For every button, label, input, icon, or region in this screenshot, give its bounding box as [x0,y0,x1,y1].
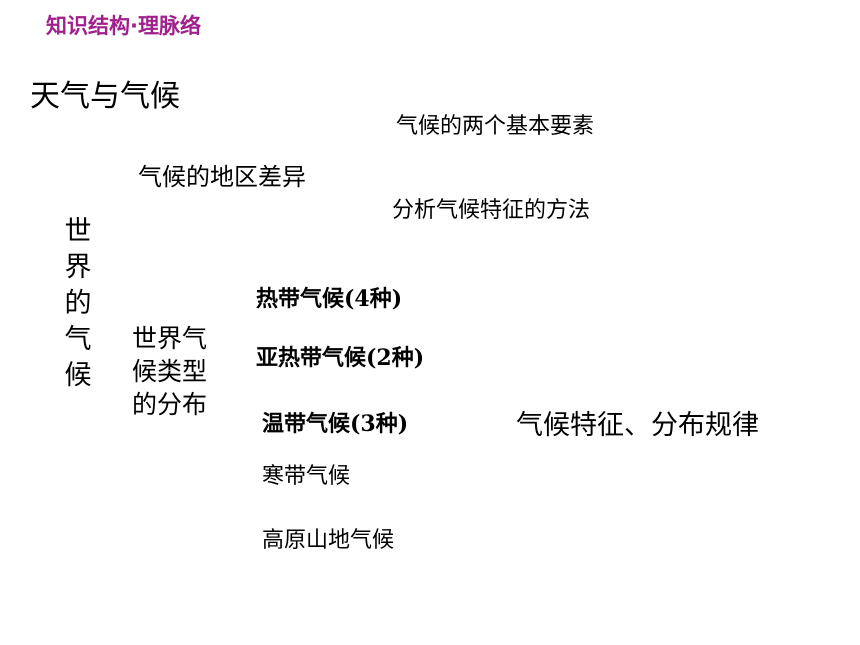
vertical-char: 候 [64,360,92,391]
climate-features-item: 气候特征、分布规律 [516,410,759,441]
vertical-char: 世 [64,216,92,247]
highland-climate-item: 高原山地气候 [262,528,395,553]
world-climate-vertical-label: 世 界 的 气 候 [58,214,98,394]
temperate-climate-item: 温带气候(3种) [262,411,409,437]
analysis-method-item: 分析气候特征的方法 [392,198,591,223]
outline-title: 天气与气候 [30,79,180,114]
distribution-item: 世界气候类型的分布 [132,324,208,419]
frigid-climate-item: 寒带气候 [262,464,351,489]
vertical-char: 界 [64,252,92,283]
section-header: 知识结构·理脉络 [46,14,201,38]
vertical-char: 的 [64,288,92,319]
tropical-climate-item: 热带气候(4种) [256,286,403,312]
regional-differences-item: 气候的地区差异 [138,163,306,191]
climate-elements-item: 气候的两个基本要素 [396,114,595,139]
vertical-char: 气 [64,324,92,355]
subtropical-climate-item: 亚热带气候(2种) [256,345,425,371]
